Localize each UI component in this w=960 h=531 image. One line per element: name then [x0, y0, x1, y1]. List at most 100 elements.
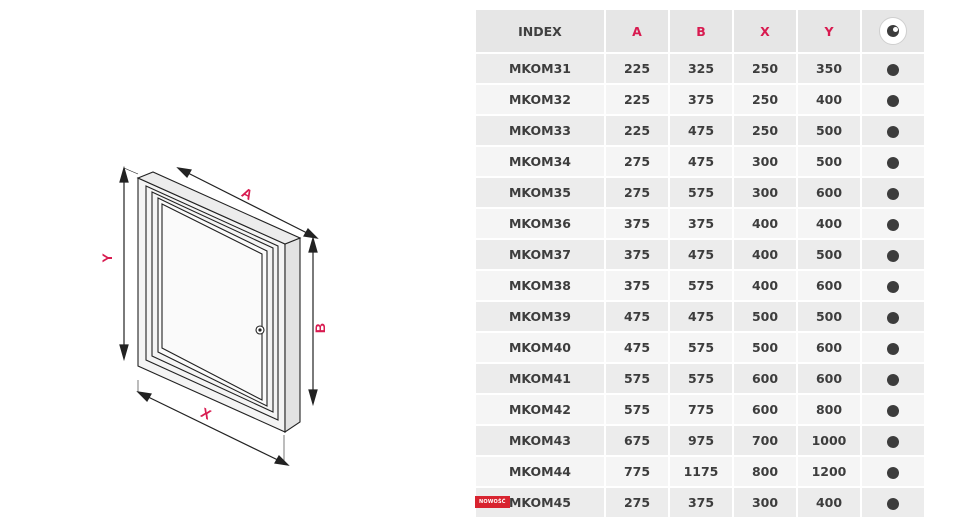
- header-index: INDEX: [476, 10, 604, 52]
- cell-lock: [862, 54, 924, 83]
- cell-b: 775: [670, 395, 732, 424]
- cell-y: 350: [798, 54, 860, 83]
- cell-y: 500: [798, 302, 860, 331]
- cell-b: 575: [670, 333, 732, 362]
- cell-index: MKOM36: [476, 209, 604, 238]
- header-b: B: [670, 10, 732, 52]
- availability-dot-icon: [887, 466, 899, 479]
- availability-dot-icon: [887, 280, 899, 293]
- availability-dot-icon: [887, 63, 899, 76]
- index-code: MKOM39: [508, 309, 572, 324]
- cell-lock: [862, 209, 924, 238]
- cell-x: 250: [734, 116, 796, 145]
- availability-dot-icon: [887, 218, 899, 231]
- availability-dot-icon: [887, 125, 899, 138]
- availability-dot-icon: [887, 435, 899, 448]
- cell-x: 400: [734, 271, 796, 300]
- dim-x-arrow-left: [136, 391, 152, 402]
- cell-b: 375: [670, 85, 732, 114]
- cell-a: 375: [606, 240, 668, 269]
- cell-b: 575: [670, 178, 732, 207]
- cell-lock: [862, 178, 924, 207]
- cell-lock: [862, 271, 924, 300]
- cell-a: 225: [606, 116, 668, 145]
- index-code: MKOM41: [508, 371, 572, 386]
- dim-a-arrow-right: [303, 228, 319, 239]
- cell-a: 575: [606, 364, 668, 393]
- cell-y: 600: [798, 333, 860, 362]
- index-code: MKOM40: [508, 340, 572, 355]
- availability-dot-icon: [887, 156, 899, 169]
- dim-x-arrow-right: [274, 455, 290, 466]
- cell-lock: [862, 147, 924, 176]
- new-badge: NOWOŚĆ: [475, 496, 510, 508]
- dim-x-line: [141, 393, 285, 464]
- cell-x: 600: [734, 395, 796, 424]
- dim-b-arrow-bottom: [308, 389, 318, 407]
- dim-y-arrow-bottom: [119, 344, 129, 362]
- cell-index: MKOM34: [476, 147, 604, 176]
- cell-lock: [862, 488, 924, 517]
- index-code: MKOM31: [508, 61, 572, 76]
- cell-x: 400: [734, 209, 796, 238]
- cell-x: 800: [734, 457, 796, 486]
- cell-lock: [862, 333, 924, 362]
- cell-y: 400: [798, 488, 860, 517]
- cell-y: 500: [798, 240, 860, 269]
- availability-dot-icon: [887, 187, 899, 200]
- cell-y: 800: [798, 395, 860, 424]
- cell-x: 500: [734, 333, 796, 362]
- cell-y: 600: [798, 364, 860, 393]
- header-lock: [862, 10, 924, 52]
- lock-icon: [879, 17, 907, 45]
- cell-x: 300: [734, 488, 796, 517]
- cell-x: 300: [734, 147, 796, 176]
- cell-b: 325: [670, 54, 732, 83]
- index-code: MKOM45: [508, 495, 572, 510]
- cell-a: 475: [606, 302, 668, 331]
- cell-x: 300: [734, 178, 796, 207]
- cell-b: 475: [670, 116, 732, 145]
- cell-index: MKOM38: [476, 271, 604, 300]
- cell-index: MKOM37: [476, 240, 604, 269]
- cell-a: 275: [606, 488, 668, 517]
- index-code: MKOM44: [508, 464, 572, 479]
- availability-dot-icon: [887, 373, 899, 386]
- cell-b: 575: [670, 271, 732, 300]
- cell-b: 575: [670, 364, 732, 393]
- index-code: MKOM37: [508, 247, 572, 262]
- cell-a: 275: [606, 178, 668, 207]
- cell-y: 400: [798, 209, 860, 238]
- availability-dot-icon: [887, 497, 899, 510]
- availability-dot-icon: [887, 94, 899, 107]
- door-drawing: Y A B X: [100, 165, 328, 466]
- cell-y: 1000: [798, 426, 860, 455]
- cell-y: 600: [798, 271, 860, 300]
- cell-b: 475: [670, 240, 732, 269]
- availability-dot-icon: [887, 311, 899, 324]
- cell-y: 1200: [798, 457, 860, 486]
- index-code: MKOM43: [508, 433, 572, 448]
- cell-a: 375: [606, 271, 668, 300]
- index-code: MKOM36: [508, 216, 572, 231]
- dim-b-arrow-top: [308, 235, 318, 253]
- cell-b: 975: [670, 426, 732, 455]
- label-y: Y: [100, 253, 115, 263]
- availability-dot-icon: [887, 342, 899, 355]
- cell-a: 225: [606, 54, 668, 83]
- cell-y: 400: [798, 85, 860, 114]
- index-code: MKOM32: [508, 92, 572, 107]
- door-frame: [136, 171, 302, 434]
- cell-b: 375: [670, 488, 732, 517]
- cell-a: 275: [606, 147, 668, 176]
